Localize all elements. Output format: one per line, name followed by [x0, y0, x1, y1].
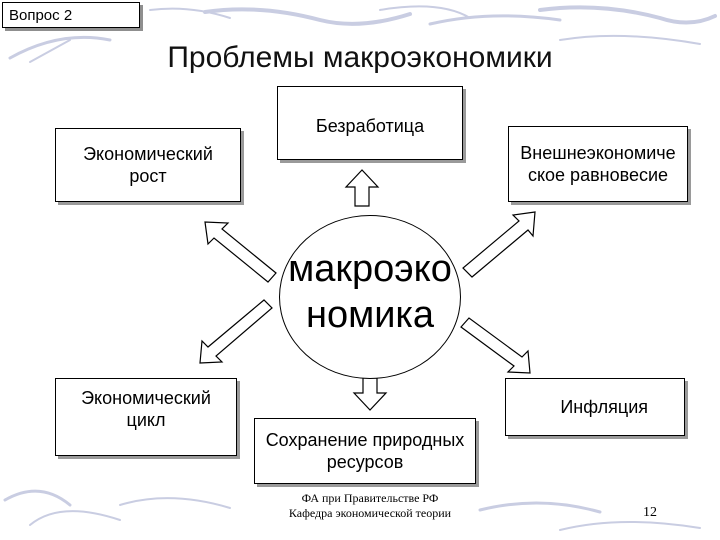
box-natural-resources-label: Сохранение природных ресурсов — [265, 430, 465, 472]
slide-title: Проблемы макроэкономики — [167, 41, 553, 74]
box-inflation: Инфляция — [505, 378, 685, 436]
arrow-up-right — [462, 211, 536, 278]
box-external-balance-label: Внешнеэкономиче ское равновесие — [520, 143, 676, 185]
box-economic-cycle-label: Экономический цикл — [81, 388, 211, 430]
box-external-balance: Внешнеэкономиче ское равновесие — [508, 126, 688, 202]
box-unemployment-label: Безработица — [315, 116, 425, 136]
arrow-down-left — [199, 299, 273, 364]
box-unemployment: Безработица — [277, 86, 463, 160]
box-inflation-label: Инфляция — [560, 397, 648, 417]
footer-text: ФА при Правительстве РФ Кафедра экономич… — [288, 491, 452, 520]
arrow-up — [344, 169, 380, 207]
question-tag: Вопрос 2 — [2, 2, 140, 28]
box-economic-growth-label: Экономический рост — [83, 144, 213, 186]
macroeconomics-label: макроэко номика — [288, 248, 452, 336]
page-number: 12 — [643, 505, 657, 520]
box-economic-growth: Экономический рост — [55, 128, 241, 202]
arrow-up-left — [204, 221, 277, 283]
arrow-down-right — [460, 317, 531, 374]
box-economic-cycle: Экономический цикл — [55, 378, 237, 456]
arrow-down — [352, 377, 388, 411]
question-tag-label: Вопрос 2 — [9, 7, 73, 24]
macroeconomics-circle — [279, 215, 461, 379]
box-natural-resources: Сохранение природных ресурсов — [254, 418, 476, 484]
